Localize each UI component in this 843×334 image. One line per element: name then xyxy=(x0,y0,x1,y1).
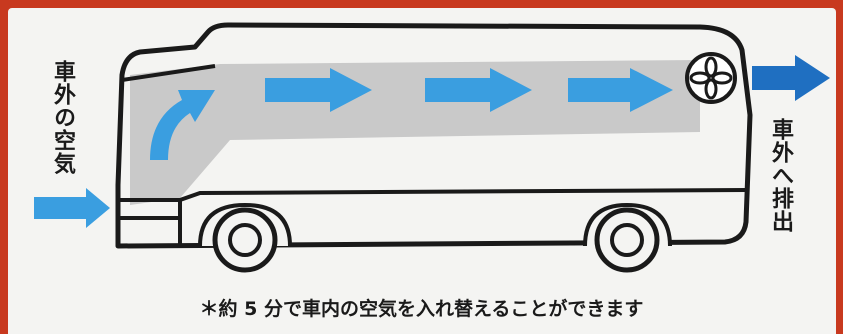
airflow-arrow xyxy=(425,68,532,112)
curved-arrow xyxy=(150,90,215,160)
bus-front-window-line xyxy=(121,64,216,82)
wheel-icon xyxy=(212,207,278,273)
bus-body xyxy=(115,22,753,249)
wheel-icon xyxy=(594,207,660,273)
airflow-arrow xyxy=(265,68,372,112)
intake-arrow xyxy=(34,188,110,228)
bus-side-line xyxy=(179,188,747,202)
caption: ＊約 5 分で車内の空気を入れ替えることができます xyxy=(199,298,644,320)
airflow-arrow xyxy=(568,68,673,112)
exhaust-arrow xyxy=(752,55,830,101)
outside-air-label: 車外の空気 xyxy=(50,60,75,175)
exhaust-label: 車外へ排出 xyxy=(768,118,793,233)
exhaust-fan-icon xyxy=(685,52,737,104)
bus-front-panel xyxy=(118,198,182,246)
